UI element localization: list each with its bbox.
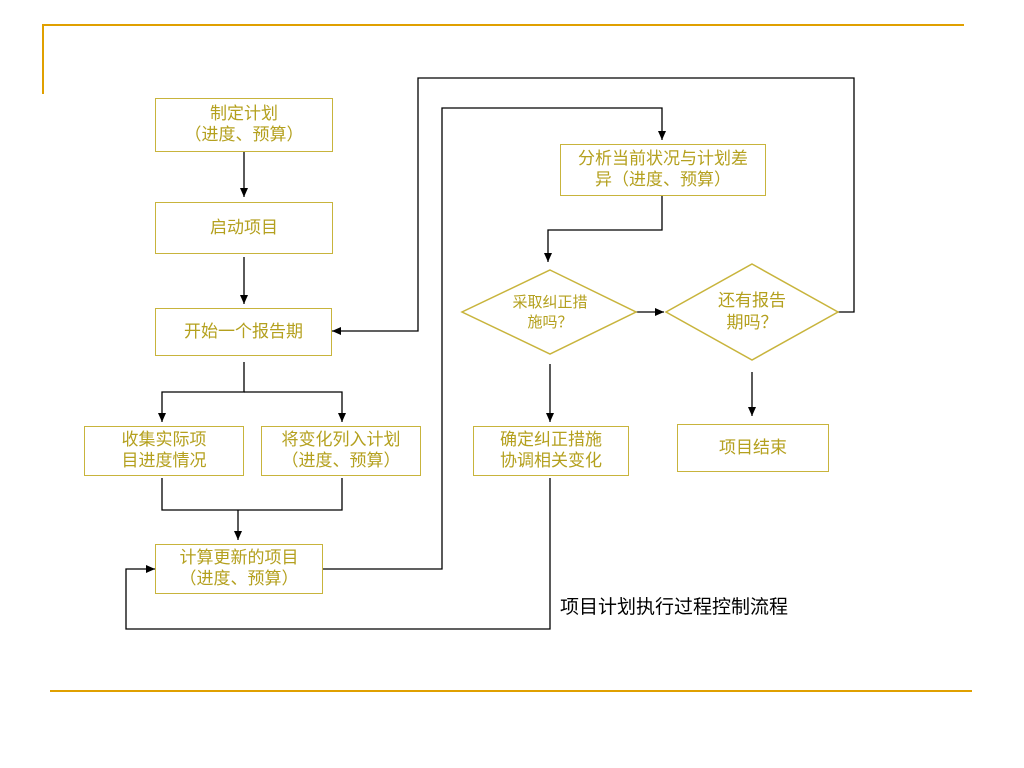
confirm-corrective-line1: 确定纠正措施	[500, 430, 602, 450]
analyze-variance-line2: 异（进度、预算）	[595, 170, 731, 190]
top-rule	[42, 24, 964, 26]
bottom-rule	[50, 690, 972, 692]
make-plan-box: 制定计划 （进度、预算）	[155, 98, 333, 152]
compute-update-line2: （进度、预算）	[179, 569, 299, 589]
decision-more-periods-diamond	[664, 263, 840, 361]
analyze-variance-line1: 分析当前状况与计划差	[578, 149, 748, 169]
compute-update-line1: 计算更新的项目	[179, 548, 299, 568]
connector-period-split-right	[244, 391, 346, 422]
make-plan-line1: 制定计划	[210, 104, 278, 124]
collect-progress-line2: 目进度情况	[121, 451, 207, 471]
connector-more-to-period	[332, 77, 855, 335]
decision-more-periods-label: 还有报告 期吗？	[692, 290, 812, 334]
start-project-label: 启动项目	[210, 217, 278, 238]
collect-progress-line1: 收集实际项	[121, 430, 207, 450]
compute-update-box: 计算更新的项目 （进度、预算）	[155, 544, 323, 594]
add-changes-box: 将变化列入计划 （进度、预算）	[261, 426, 421, 476]
connector-compute-to-analyze	[323, 107, 666, 570]
project-end-box: 项目结束	[677, 424, 829, 472]
connector-confirm-to-compute	[125, 478, 551, 630]
decision-more-periods-line1: 还有报告	[718, 291, 786, 311]
project-end-label: 项目结束	[719, 437, 787, 458]
connector-period-split	[158, 362, 245, 422]
analyze-variance-box: 分析当前状况与计划差 异（进度、预算）	[560, 144, 766, 196]
confirm-corrective-line2: 协调相关变化	[500, 451, 602, 471]
make-plan-line2: （进度、预算）	[184, 125, 304, 145]
collect-progress-box: 收集实际项 目进度情况	[84, 426, 244, 476]
decision-corrective-label: 采取纠正措 施吗？	[490, 292, 610, 332]
decision-corrective-diamond	[460, 269, 638, 355]
decision-corrective-line1: 采取纠正措	[512, 293, 588, 311]
diagram-caption: 项目计划执行过程控制流程	[560, 596, 789, 618]
confirm-corrective-box: 确定纠正措施 协调相关变化	[473, 426, 629, 476]
start-period-box: 开始一个报告期	[155, 308, 332, 356]
connector-analyze-to-decision	[544, 196, 663, 262]
start-period-label: 开始一个报告期	[184, 321, 303, 342]
decision-more-periods-line2: 期吗？	[726, 313, 778, 333]
decision-corrective-line2: 施吗？	[527, 313, 573, 331]
add-changes-line1: 将变化列入计划	[281, 430, 401, 450]
connector-merge-to-compute	[161, 478, 343, 511]
start-project-box: 启动项目	[155, 202, 333, 254]
add-changes-line2: （进度、预算）	[281, 451, 401, 471]
left-rule	[42, 24, 44, 94]
